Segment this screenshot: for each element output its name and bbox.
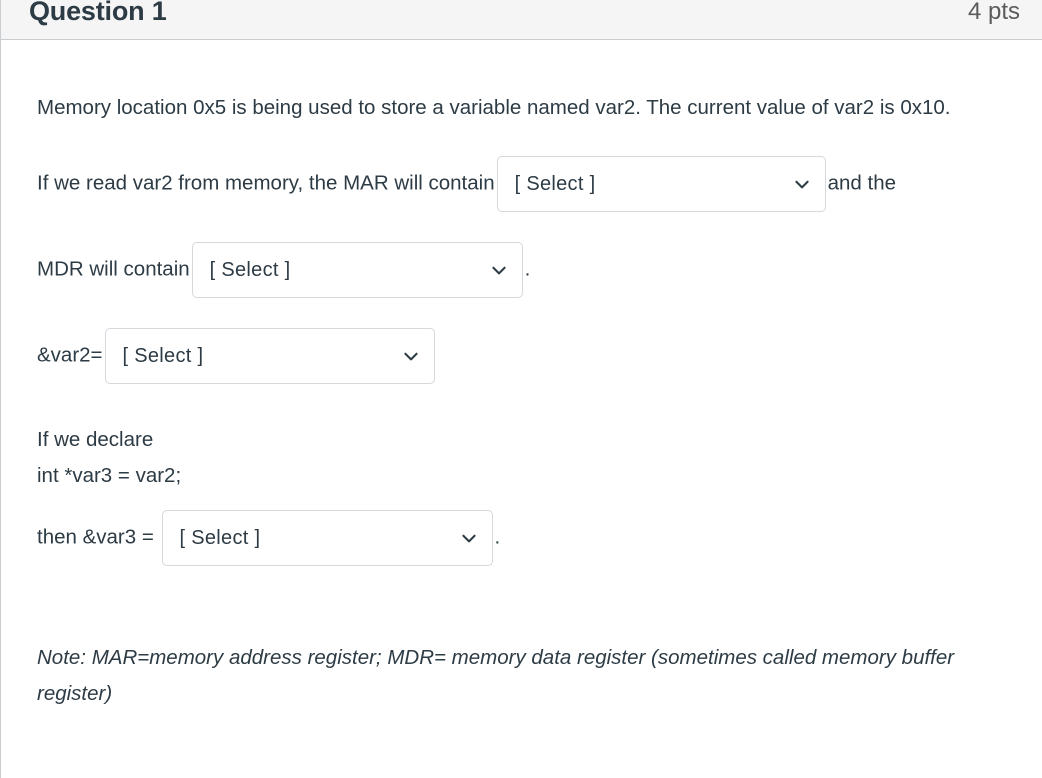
question-header: Question 1 4 pts xyxy=(1,0,1042,40)
addr-var3-suffix-text: . xyxy=(494,525,501,549)
addr-var2-prefix-text: &var2= xyxy=(37,343,103,367)
declare-line-2: int *var3 = var2; xyxy=(37,464,182,487)
chevron-down-icon xyxy=(793,175,811,193)
chevron-down-icon xyxy=(490,261,508,279)
addr-var3-paragraph: then &var3 = [ Select ] . xyxy=(37,510,1020,566)
question-body: Memory location 0x5 is being used to sto… xyxy=(1,90,1042,712)
mdr-paragraph: MDR will contain [ Select ] . xyxy=(37,242,1020,298)
select-mar-value: [ Select ] xyxy=(514,173,596,195)
declare-paragraph: If we declare int *var3 = var2; xyxy=(37,422,1020,494)
select-mar[interactable]: [ Select ] xyxy=(496,156,826,212)
chevron-down-icon xyxy=(460,529,478,547)
select-addr-var3-value: [ Select ] xyxy=(179,527,261,549)
intro-paragraph: Memory location 0x5 is being used to sto… xyxy=(37,96,951,119)
select-addr-var3[interactable]: [ Select ] xyxy=(161,510,493,566)
mar-paragraph: If we read var2 from memory, the MAR wil… xyxy=(37,156,1020,212)
select-addr-var2-value: [ Select ] xyxy=(122,345,204,367)
mar-suffix-text: and the xyxy=(827,171,897,195)
question-points: 4 pts xyxy=(967,0,1020,25)
select-mdr-value: [ Select ] xyxy=(209,259,291,281)
declare-line-1: If we declare xyxy=(37,428,154,451)
chevron-down-icon xyxy=(402,347,420,365)
select-addr-var2[interactable]: [ Select ] xyxy=(104,328,435,384)
mar-prefix-text: If we read var2 from memory, the MAR wil… xyxy=(37,171,495,195)
note-paragraph: Note: MAR=memory address register; MDR= … xyxy=(37,646,955,705)
mdr-prefix-text: MDR will contain xyxy=(37,257,190,281)
addr-var2-paragraph: &var2= [ Select ] xyxy=(37,328,1020,384)
addr-var3-prefix-text: then &var3 = xyxy=(37,525,154,549)
page-title: Question 1 xyxy=(29,0,167,26)
select-mdr[interactable]: [ Select ] xyxy=(191,242,523,298)
mdr-suffix-text: . xyxy=(524,257,531,281)
